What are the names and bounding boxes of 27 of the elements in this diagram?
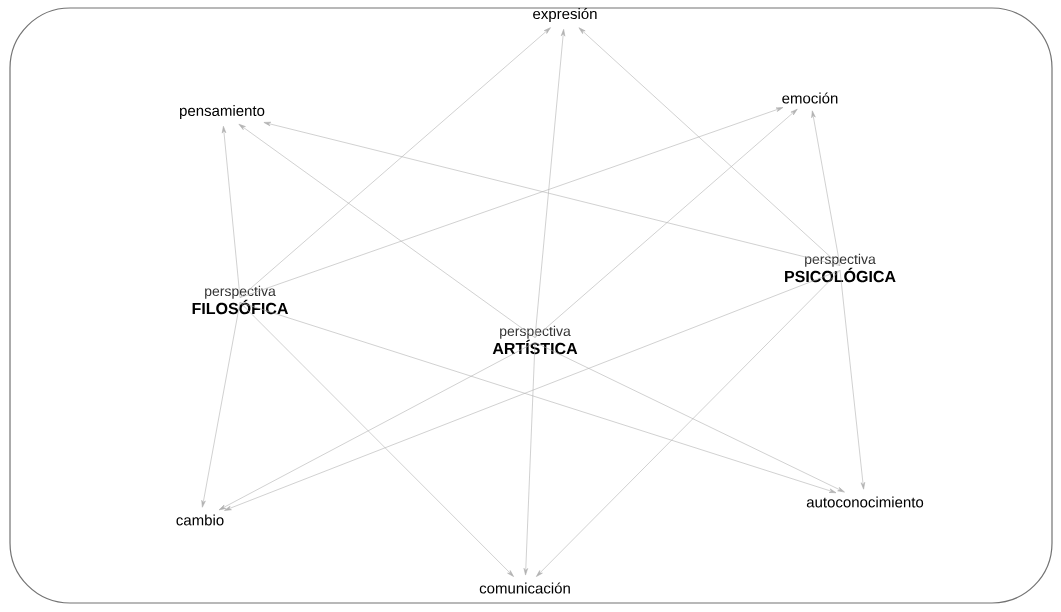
concept-label: cambio [176, 514, 224, 526]
arrow [218, 342, 536, 511]
arrow [201, 302, 241, 508]
arrow [263, 121, 841, 266]
concept-label: expresión [533, 7, 597, 23]
arrow [239, 107, 784, 298]
arrow [534, 342, 845, 493]
arrow [578, 27, 841, 266]
arrow [239, 27, 551, 298]
concept-label: pensamiento [180, 105, 265, 119]
arrow [839, 270, 866, 490]
arrow [239, 302, 514, 577]
concept-label: emoción [782, 92, 838, 104]
perspective-label: perspectiva ARTÍSTICA [492, 325, 578, 355]
perspective-label: perspectiva PSICOLÓGICA [785, 253, 896, 283]
concept-label: comunicación [479, 582, 570, 594]
perspective-label: perspectiva FILOSÓFICA [192, 285, 289, 315]
arrow [811, 110, 841, 266]
arrow [239, 302, 837, 494]
arrow [534, 108, 798, 338]
arrow [238, 123, 536, 338]
concept-label: autoconocimiento [806, 496, 924, 508]
arrow [536, 270, 841, 577]
arrow [534, 29, 566, 338]
arrow [221, 126, 241, 298]
arrow [224, 270, 841, 511]
arrow [523, 342, 536, 576]
